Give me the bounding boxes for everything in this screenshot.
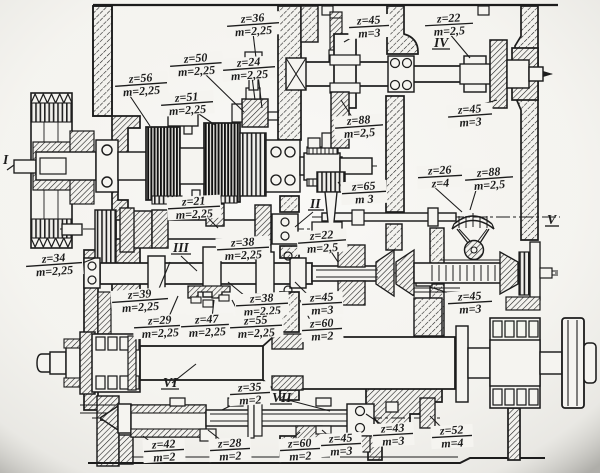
svg-text:m=2: m=2 — [153, 449, 176, 464]
svg-text:z=45: z=45 — [328, 430, 353, 445]
svg-text:z=34: z=34 — [40, 250, 65, 266]
svg-text:z=22: z=22 — [308, 227, 333, 243]
svg-text:z=28: z=28 — [217, 435, 242, 450]
svg-text:II: II — [309, 196, 321, 211]
svg-text:z=38: z=38 — [230, 234, 255, 249]
svg-text:m=2,25: m=2,25 — [234, 23, 272, 40]
svg-text:m=2,25: m=2,25 — [188, 324, 226, 340]
svg-text:VII: VII — [272, 390, 292, 405]
svg-text:z=88: z=88 — [475, 164, 500, 180]
svg-text:z=4: z=4 — [430, 176, 449, 191]
svg-text:z=56: z=56 — [127, 70, 152, 86]
svg-text:m=2,25: m=2,25 — [121, 299, 159, 316]
svg-text:III: III — [172, 240, 190, 255]
svg-text:m=3: m=3 — [330, 443, 353, 458]
svg-text:m=2,5: m=2,5 — [306, 240, 338, 256]
svg-text:m 3: m 3 — [355, 192, 374, 207]
svg-text:z=24: z=24 — [235, 54, 260, 70]
svg-text:z=45: z=45 — [356, 12, 381, 27]
svg-text:m=3: m=3 — [459, 114, 482, 130]
svg-text:m=2,25: m=2,25 — [141, 325, 179, 341]
svg-text:m=4: m=4 — [441, 435, 464, 450]
svg-text:z=38: z=38 — [249, 290, 274, 305]
svg-text:z=22: z=22 — [436, 10, 461, 25]
svg-text:m=2: m=2 — [239, 392, 262, 407]
svg-text:z=36: z=36 — [239, 10, 264, 26]
svg-text:m=2,25: m=2,25 — [230, 67, 268, 84]
svg-text:z=26: z=26 — [427, 162, 452, 177]
svg-text:z=55: z=55 — [243, 312, 268, 327]
svg-text:m=2,25: m=2,25 — [168, 102, 206, 119]
svg-text:m=2,25: m=2,25 — [175, 206, 213, 222]
svg-text:m=3: m=3 — [459, 301, 482, 316]
svg-text:m=2,25: m=2,25 — [177, 63, 215, 80]
svg-text:z=60: z=60 — [309, 315, 334, 330]
svg-text:z=35: z=35 — [237, 379, 262, 394]
svg-text:m=2,5: m=2,5 — [433, 23, 465, 39]
svg-text:z=39: z=39 — [126, 286, 151, 302]
svg-text:z=88: z=88 — [345, 112, 370, 128]
svg-text:m=2: m=2 — [289, 448, 312, 463]
svg-text:m=2,5: m=2,5 — [343, 125, 375, 141]
svg-text:IV: IV — [433, 35, 449, 50]
svg-text:m=3: m=3 — [311, 302, 334, 317]
svg-text:m=2,25: m=2,25 — [224, 247, 262, 263]
svg-text:m=2: m=2 — [219, 448, 242, 463]
svg-text:m=2,25: m=2,25 — [122, 83, 160, 100]
svg-text:m=3: m=3 — [358, 25, 381, 40]
svg-text:z=50: z=50 — [182, 50, 207, 66]
svg-text:V: V — [547, 212, 557, 227]
svg-text:z=52: z=52 — [439, 422, 464, 437]
svg-text:z=65: z=65 — [351, 178, 376, 193]
svg-text:z=51: z=51 — [173, 89, 198, 105]
svg-text:z=45: z=45 — [456, 101, 481, 117]
svg-text:m=2: m=2 — [311, 328, 334, 343]
svg-text:z=60: z=60 — [287, 435, 312, 450]
svg-text:m=3: m=3 — [382, 433, 405, 448]
svg-text:z=43: z=43 — [380, 420, 405, 435]
svg-text:z=45: z=45 — [457, 288, 482, 303]
svg-text:m=2,5: m=2,5 — [473, 177, 505, 193]
svg-text:m=2,25: m=2,25 — [237, 325, 275, 341]
svg-text:z=45: z=45 — [309, 289, 334, 304]
svg-text:z=42: z=42 — [151, 436, 176, 451]
svg-text:z=47: z=47 — [194, 311, 220, 326]
svg-text:I: I — [2, 152, 9, 167]
svg-text:m=2,25: m=2,25 — [35, 263, 73, 280]
svg-text:z=21: z=21 — [181, 193, 206, 208]
svg-text:z=29: z=29 — [147, 312, 172, 327]
svg-text:VI: VI — [163, 375, 178, 390]
